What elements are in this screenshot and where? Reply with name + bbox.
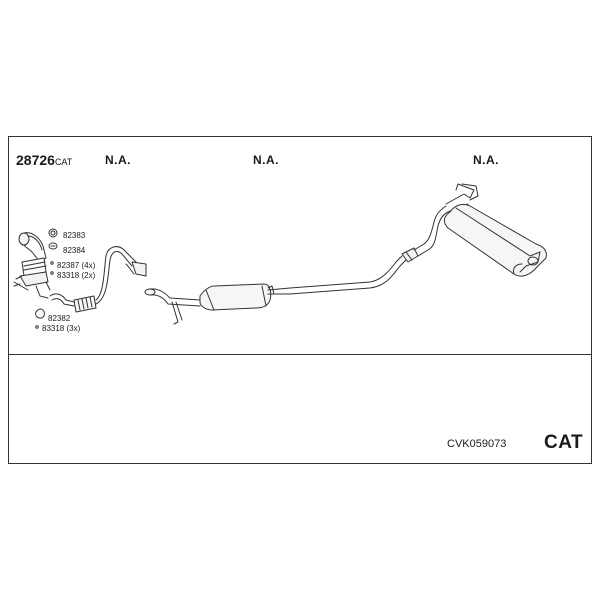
part-number-label: 28726CAT <box>16 152 72 170</box>
callout-82384: 82384 <box>63 246 86 255</box>
part-suffix: CAT <box>54 157 73 167</box>
section-divider <box>8 354 592 355</box>
gasket-82382 <box>35 308 45 319</box>
na-label-3: N.A. <box>473 153 499 167</box>
middle-pipe-silencer <box>144 247 419 325</box>
callout-82382: 82382 <box>48 314 71 323</box>
gasket-82384 <box>48 242 58 250</box>
callout-82387: 82387 (4x) <box>57 261 96 270</box>
na-label-2: N.A. <box>253 153 279 167</box>
bolt-82387 <box>50 261 54 265</box>
na-label-1: N.A. <box>105 153 131 167</box>
diagram-frame <box>8 136 592 464</box>
part-number: 28726 <box>16 152 55 168</box>
nut-83318-2x <box>50 271 54 275</box>
gasket-82383 <box>48 228 58 238</box>
callout-83318-3x: 83318 (3x) <box>42 324 81 333</box>
callout-82383: 82383 <box>63 231 86 240</box>
nut-83318-3x <box>35 325 39 329</box>
category-label: CAT <box>544 432 584 453</box>
catalytic-converter <box>13 232 51 299</box>
kit-code: CVK059073 <box>447 438 507 450</box>
rear-silencer <box>413 183 547 277</box>
front-pipe <box>49 246 147 313</box>
callout-83318-2x: 83318 (2x) <box>57 271 96 280</box>
